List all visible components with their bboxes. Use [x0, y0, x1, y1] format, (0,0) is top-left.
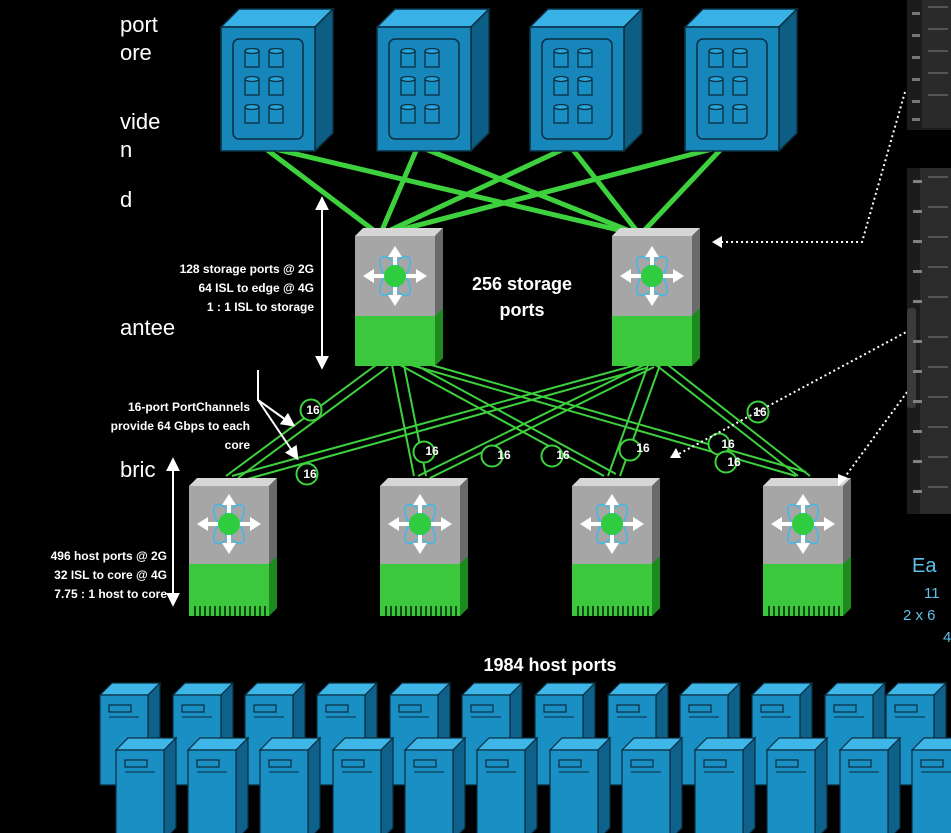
- portchannel-badge: 16: [295, 462, 319, 486]
- host-server: [838, 736, 902, 833]
- bullet-fragment-4: n: [120, 137, 133, 162]
- svg-text:2 x 6: 2 x 6: [903, 607, 936, 624]
- link: [417, 143, 641, 238]
- host-server: [765, 736, 829, 833]
- portchannel-note: 16-port PortChannels provide 64 Gbps to …: [111, 400, 251, 452]
- svg-text:provide 64 Gbps to each: provide 64 Gbps to each: [111, 419, 250, 433]
- svg-text:16: 16: [727, 455, 741, 469]
- portchannel-badge: 16: [299, 398, 323, 422]
- chassis-image-top: [907, 0, 951, 130]
- storage-ports-label: 256 storage ports: [472, 274, 572, 320]
- core-switch-2: [612, 228, 700, 366]
- host-server: [475, 736, 539, 833]
- portchannel-badge: 16: [746, 400, 770, 424]
- svg-text:16: 16: [306, 403, 320, 417]
- edge-capacity-note: 496 host ports @ 2G 32 ISL to core @ 4G …: [51, 549, 168, 601]
- portchannel-pointer: [257, 370, 299, 461]
- host-server: [910, 737, 951, 833]
- svg-text:256 storage: 256 storage: [472, 274, 572, 294]
- svg-text:128 storage ports @ 2G: 128 storage ports @ 2G: [180, 262, 314, 276]
- pointer-head: [838, 474, 848, 486]
- svg-text:16: 16: [303, 467, 317, 481]
- pointer-head: [670, 448, 681, 458]
- portchannel-badge: 16: [618, 438, 650, 462]
- svg-text:16: 16: [636, 441, 650, 455]
- link: [638, 144, 726, 237]
- storage-array-4: [683, 7, 799, 153]
- svg-text:64 ISL to edge @ 4G: 64 ISL to edge @ 4G: [198, 281, 314, 295]
- svg-text:32 ISL to core @ 4G: 32 ISL to core @ 4G: [54, 568, 167, 582]
- svg-text:16: 16: [425, 444, 439, 458]
- host-server-group: [98, 681, 951, 833]
- bullet-fragment-1: port: [120, 12, 158, 37]
- svg-text:1 : 1 ISL to storage: 1 : 1 ISL to storage: [207, 300, 314, 314]
- host-server: [548, 736, 612, 833]
- bullet-fragment-2: ore: [120, 40, 152, 65]
- edge-switch-2: [380, 478, 468, 616]
- bullet-fragment-5: d: [120, 187, 133, 212]
- storage-array-3: [528, 7, 644, 153]
- svg-text:16: 16: [721, 437, 735, 451]
- core-switch-1: [355, 228, 443, 366]
- storage-array-2: [375, 7, 491, 153]
- portchannel-badge: 16: [540, 444, 570, 468]
- storage-array-1: [219, 7, 335, 153]
- svg-text:16: 16: [497, 448, 511, 462]
- host-server: [620, 736, 684, 833]
- svg-text:16: 16: [556, 448, 570, 462]
- edge-switch-4: [763, 478, 851, 616]
- svg-text:ports: ports: [500, 300, 545, 320]
- bullet-fragment-7: bric: [120, 457, 156, 482]
- svg-text:core: core: [225, 438, 251, 452]
- svg-text:Ea: Ea: [912, 555, 937, 577]
- core-capacity-note: 128 storage ports @ 2G 64 ISL to edge @ …: [180, 262, 315, 314]
- pointer-head: [712, 236, 722, 248]
- svg-text:4: 4: [943, 629, 951, 646]
- host-ports-label: 1984 host ports: [483, 655, 616, 675]
- svg-text:16-port PortChannels: 16-port PortChannels: [128, 400, 250, 414]
- bullet-fragment-3: vide: [120, 109, 161, 134]
- storage-core-links: [260, 143, 726, 238]
- link: [379, 143, 725, 238]
- host-server: [258, 736, 322, 833]
- callout-pointers: [674, 91, 911, 482]
- svg-text:496 host ports @ 2G: 496 host ports @ 2G: [51, 549, 167, 563]
- portchannel-badges: 16 16 16 16 16 16 16 16 16: [295, 398, 770, 486]
- link: [260, 144, 382, 237]
- host-server: [403, 736, 467, 833]
- portchannel-badge: 16: [714, 450, 741, 474]
- host-server: [331, 736, 395, 833]
- link: [377, 145, 421, 236]
- chassis-image-bottom: [907, 168, 951, 514]
- link: [568, 144, 642, 237]
- svg-text:11: 11: [924, 585, 940, 602]
- host-server: [114, 736, 178, 833]
- bullet-fragment-6: antee: [120, 315, 176, 340]
- edge-switch-3: [572, 478, 660, 616]
- edge-switch-1: [189, 478, 277, 616]
- host-server: [186, 736, 250, 833]
- portchannel-badge: 16: [412, 440, 439, 464]
- link: [378, 143, 572, 238]
- right-caption: Ea 11 2 x 6 4: [903, 555, 951, 646]
- svg-text:7.75 : 1 host to core: 7.75 : 1 host to core: [54, 587, 167, 601]
- portchannel-badge: 16: [480, 444, 511, 468]
- link: [261, 143, 641, 238]
- host-server: [693, 736, 757, 833]
